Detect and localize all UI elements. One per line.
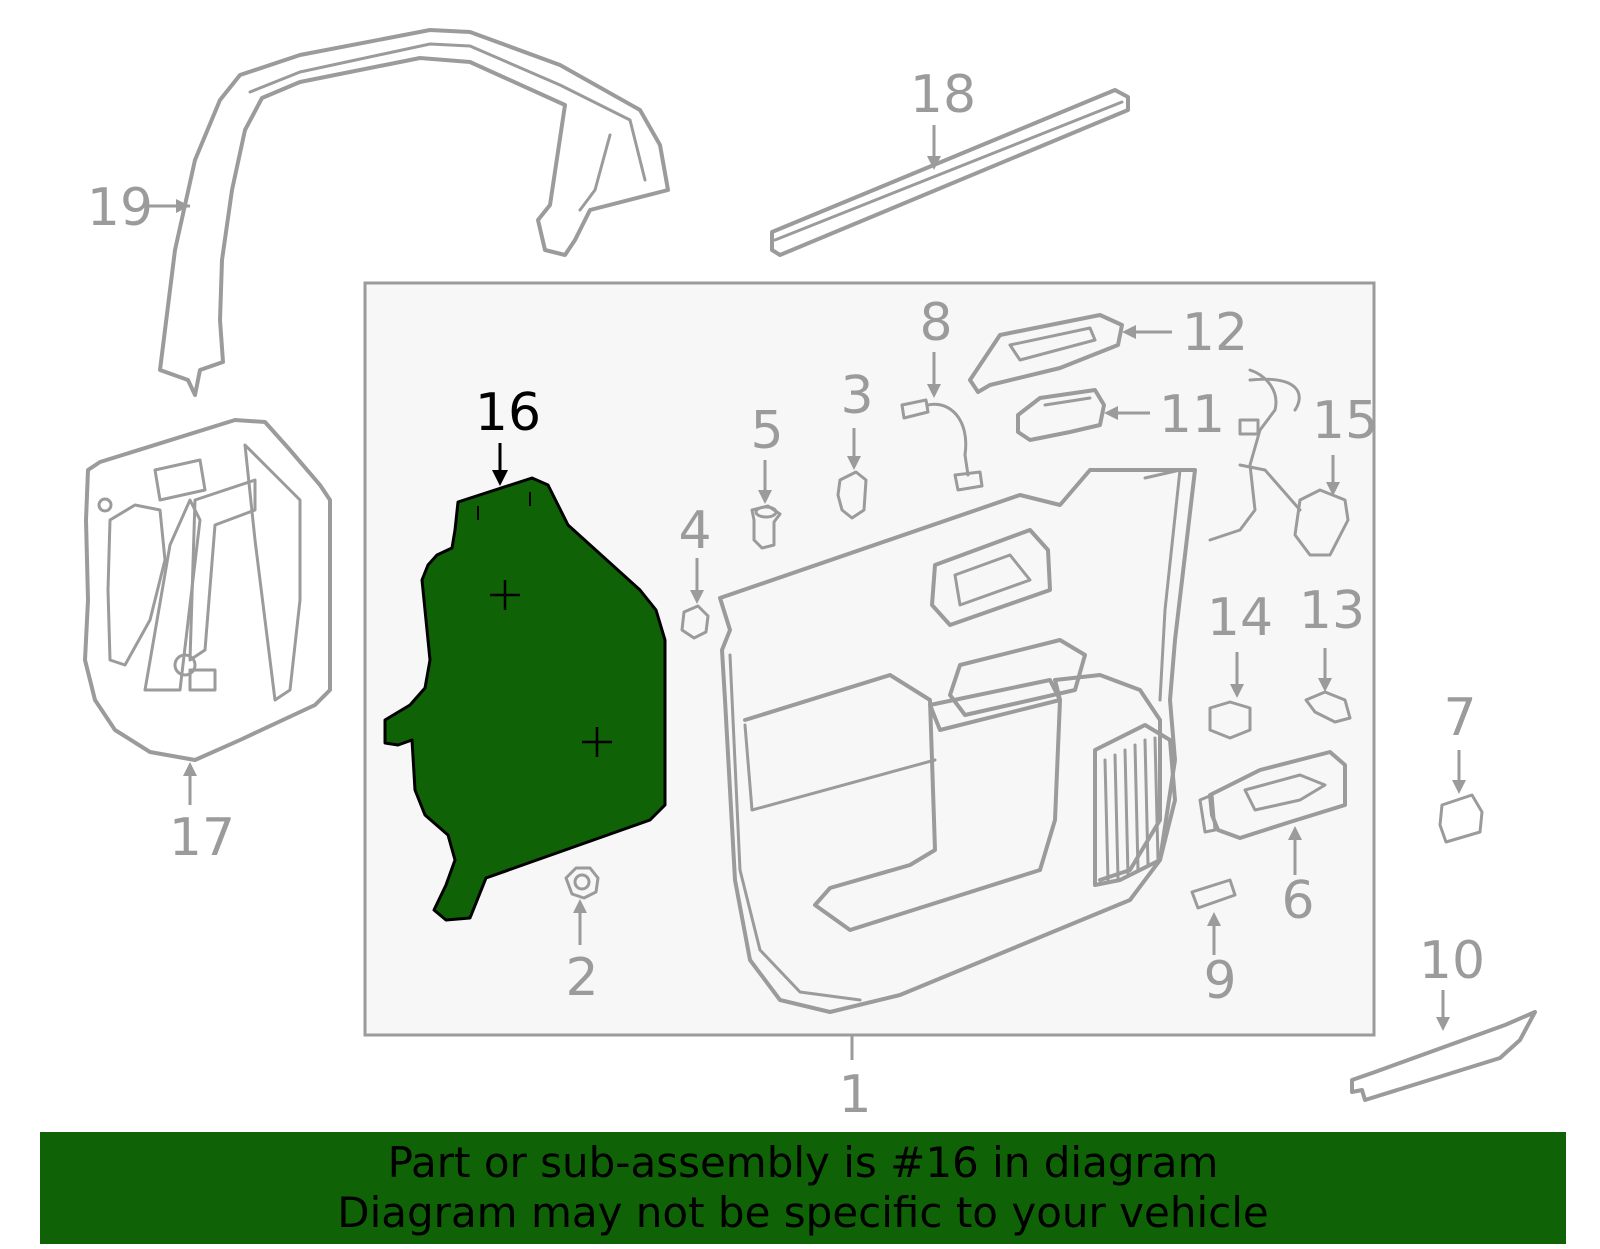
arrow-13 [1318,678,1332,692]
callout-7: 7 [1443,688,1476,748]
callout-8: 8 [919,293,952,353]
callout-11: 11 [1159,385,1225,445]
arrow-11 [1104,406,1118,420]
part-1-door-trim-panel [718,468,1197,1014]
info-banner: Part or sub-assembly is #16 in diagram D… [40,1132,1566,1244]
arrow-3 [847,456,861,470]
part-10-molding [1350,1010,1537,1102]
banner-line-2: Diagram may not be specific to your vehi… [337,1188,1269,1237]
part-16-shape [383,476,667,922]
callout-16: 16 [475,383,541,443]
arrow-10 [1436,1017,1450,1031]
arrow-5 [758,490,772,504]
arrow-15 [1326,482,1340,496]
callout-4: 4 [678,501,711,561]
callout-19: 19 [87,178,153,238]
callout-14: 14 [1207,588,1273,648]
part-11-switch [1016,388,1106,442]
arrow-9 [1207,912,1221,926]
part-3-bracket [836,470,868,520]
arrow-12 [1122,325,1136,339]
part-2-push-pin [564,866,600,900]
arrow-19 [176,199,190,213]
arrow-4 [690,590,704,604]
arrow-16 [492,470,508,486]
part-18-belt-molding [770,88,1130,257]
part-15-harness [1208,368,1350,557]
part-5-clip [750,504,782,550]
arrow-18 [927,156,941,170]
part-14-connector [1208,700,1252,740]
arrow-17 [183,762,197,776]
part-17-door-module [83,418,332,762]
arrow-6 [1288,826,1302,840]
arrow-7 [1452,780,1466,794]
arrow-2 [573,899,587,913]
part-12-switch-bezel [968,313,1124,394]
callout-9: 9 [1203,951,1236,1011]
part-9-cap [1190,878,1237,910]
callout-15: 15 [1312,391,1378,451]
part-4-nut [680,604,710,640]
part-7-cover [1438,793,1484,844]
arrow-8 [927,384,941,398]
arrow-14 [1230,684,1244,698]
callout-6: 6 [1281,871,1314,931]
callout-13: 13 [1299,581,1365,641]
part-6-inside-handle [1198,750,1347,840]
callout-10: 10 [1419,931,1485,991]
banner-line-1: Part or sub-assembly is #16 in diagram [387,1138,1219,1187]
callout-12: 12 [1182,303,1248,363]
callout-18: 18 [910,65,976,125]
callout-1: 1 [838,1065,871,1125]
callout-2: 2 [565,948,598,1008]
part-19-roof-rail [158,28,670,397]
part-8-wire-harness [900,398,984,492]
callout-17: 17 [169,808,235,868]
callout-5: 5 [750,401,783,461]
callout-3: 3 [840,366,873,426]
part-16-water-deflector [383,476,667,922]
